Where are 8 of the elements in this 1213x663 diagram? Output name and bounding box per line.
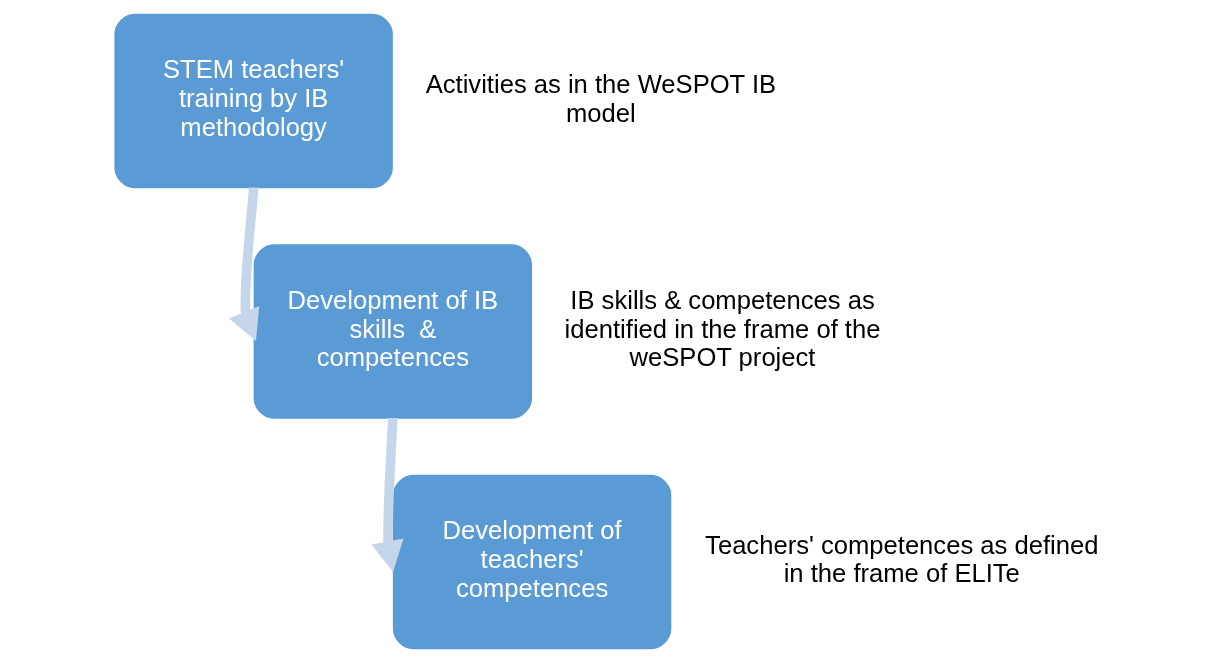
- node-box: Development of IB skills & competences: [253, 244, 533, 419]
- node-label: Activities as in the WeSPOT IB model: [425, 69, 777, 127]
- arrow: [371, 417, 404, 573]
- node-box: STEM teachers' training by IB methodology: [114, 13, 393, 189]
- node-box: Development of teachers' competences: [392, 474, 672, 650]
- arrow: [229, 187, 260, 342]
- node-label: Teachers' competences as defined in the frame of ELITe: [705, 530, 1099, 588]
- node-label: IB skills & competences as identified in the frame of the weSPOT project: [564, 285, 881, 372]
